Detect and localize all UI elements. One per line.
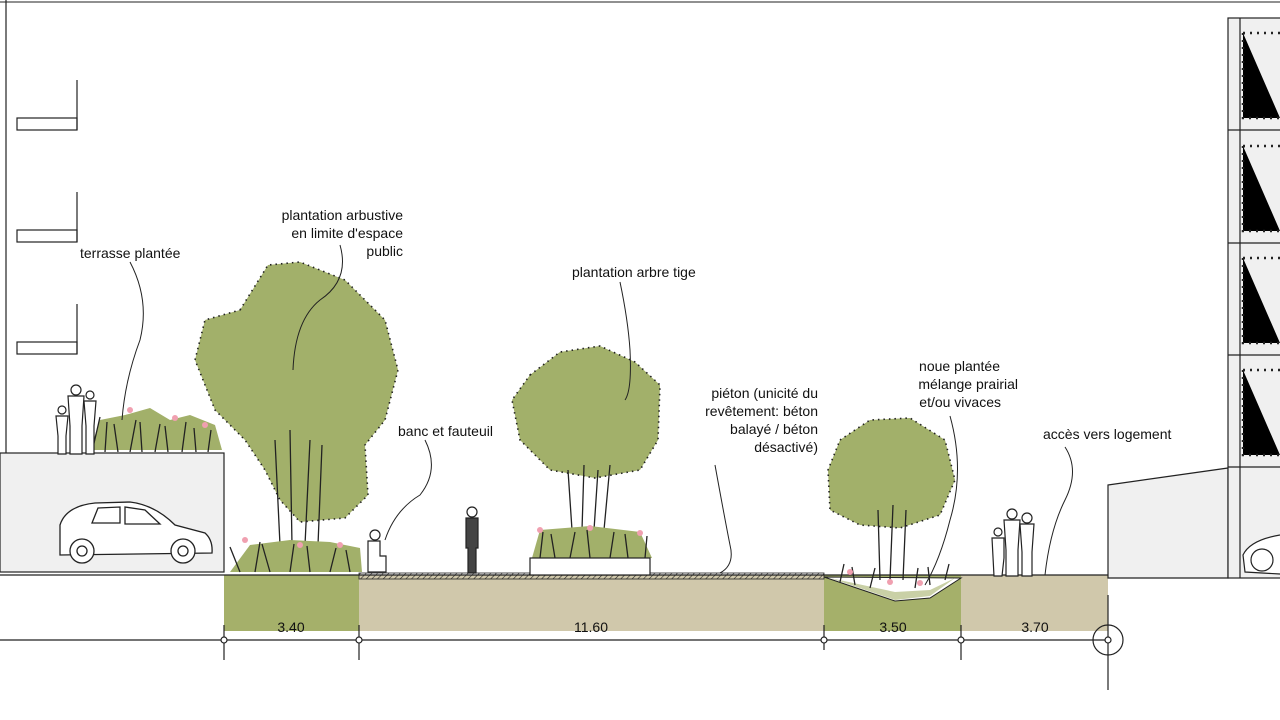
right-low-wall (1107, 467, 1229, 579)
planted-strip-left (224, 575, 359, 631)
left-building (5, 0, 78, 453)
access-zone (961, 575, 1108, 631)
label-line: noue plantée (919, 358, 1000, 374)
label-plantation-arbustive: plantation arbustive en limite d'espace … (255, 206, 403, 260)
car-icon (59, 501, 213, 564)
pedestrian-zone (359, 575, 824, 631)
leader-lines (121, 244, 1073, 586)
shrub-tree-left (194, 261, 399, 573)
right-building (1227, 17, 1280, 579)
person-icon (1003, 508, 1021, 577)
axis-marker (1092, 624, 1124, 656)
label-pieton: piéton (unicité du revêtement: béton bal… (670, 384, 818, 456)
balcony (16, 80, 78, 131)
dimension-line (0, 595, 1124, 690)
person-icon (55, 405, 69, 455)
label-plantation-arbre-tige: plantation arbre tige (572, 264, 696, 280)
label-line: plantation arbustive (281, 207, 403, 223)
person-seated-icon (367, 529, 387, 573)
terrace-planting (90, 407, 222, 453)
label-line: public (366, 243, 403, 259)
label-line: piéton (unicité du (711, 385, 818, 401)
tree-right (827, 417, 956, 589)
balcony (16, 192, 78, 243)
label-terrasse-plantee: terrasse plantée (80, 245, 181, 261)
label-line: et/ou vivaces (919, 394, 1001, 410)
label-line: en limite d'espace (291, 225, 403, 241)
label-noue-plantee: noue plantée mélange prairial et/ou viva… (870, 357, 1018, 411)
label-line: balayé / béton (730, 421, 818, 437)
label-line: désactivé) (754, 439, 818, 455)
label-line: revêtement: béton (705, 403, 818, 419)
person-icon (67, 384, 85, 455)
person-icon (83, 390, 97, 455)
dimension-3-70: 3.70 (1021, 619, 1049, 635)
person-icon (991, 527, 1005, 577)
label-banc-fauteuil: banc et fauteuil (398, 423, 493, 439)
planter-box (529, 557, 651, 576)
person-icon (1019, 512, 1035, 577)
label-acces-logement: accès vers logement (1043, 426, 1172, 442)
tree-center (511, 345, 661, 576)
dimension-3-50: 3.50 (879, 619, 907, 635)
dimension-11-60: 11.60 (574, 619, 608, 635)
balcony (16, 304, 78, 355)
person-icon (465, 506, 479, 574)
label-line: mélange prairial (918, 376, 1018, 392)
people-figures (55, 384, 1035, 577)
dimension-3-40: 3.40 (277, 619, 305, 635)
